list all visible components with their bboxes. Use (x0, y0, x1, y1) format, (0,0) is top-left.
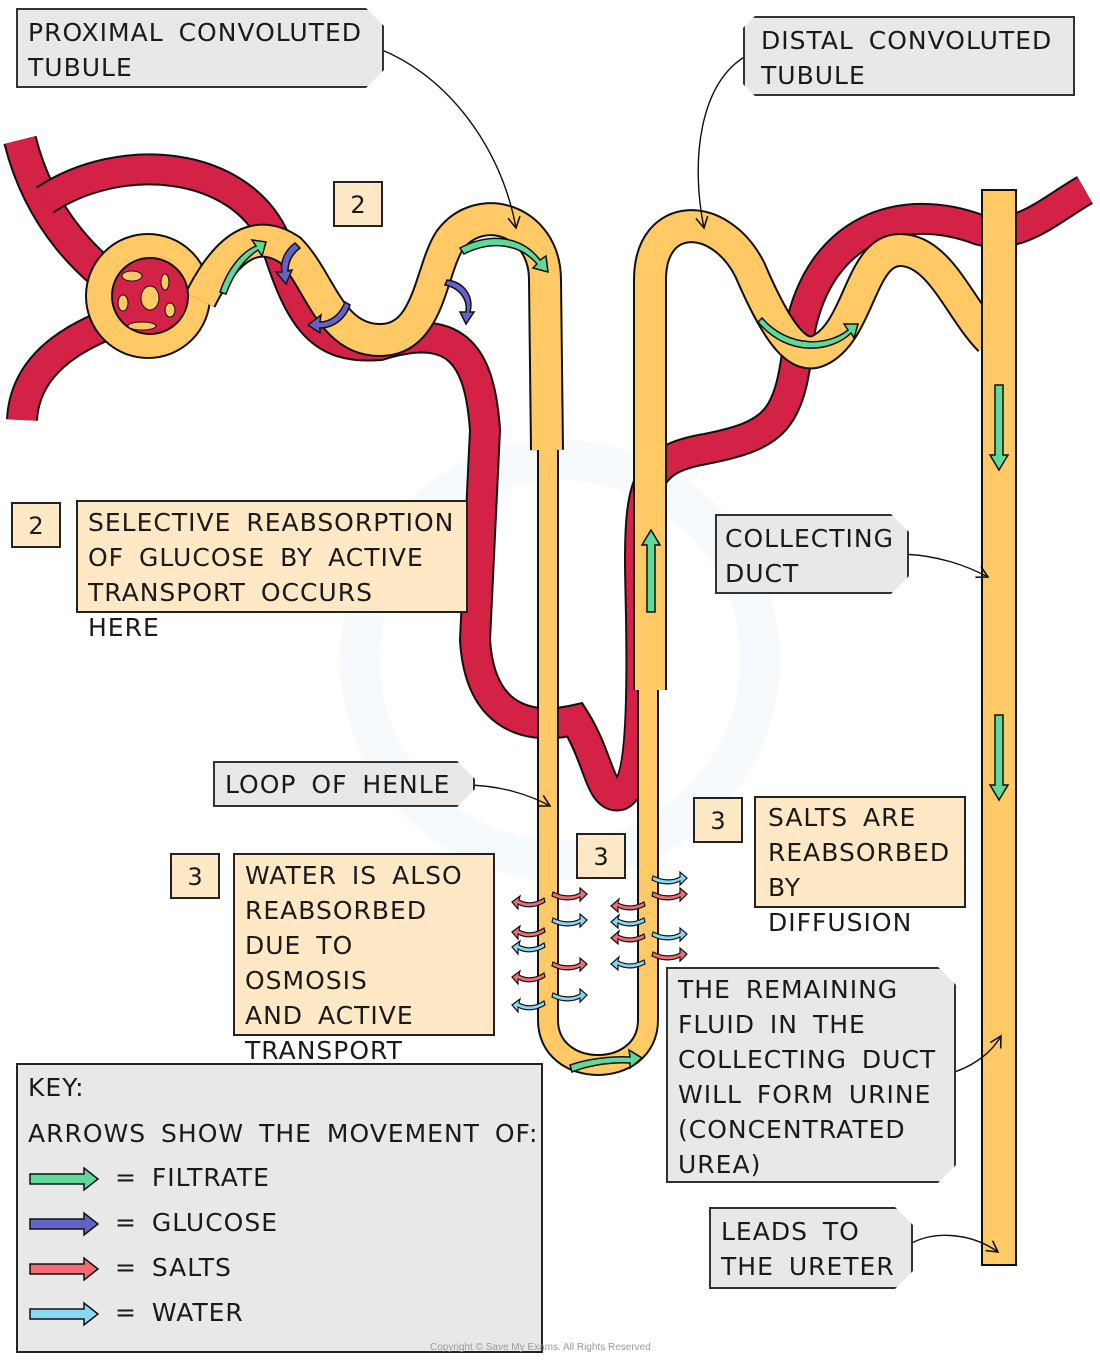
salts-arrow-icon (551, 956, 588, 973)
glucose-arrow-icon (274, 242, 302, 286)
glomerulus (111, 257, 189, 335)
glucose-arrow-icon (443, 279, 476, 326)
key-subtitle: ARROWS SHOW THE MOVEMENT OF: (28, 1119, 539, 1148)
salts-arrow-icon (610, 929, 646, 946)
filtrate-arrow-icon (569, 1048, 644, 1074)
exchange-arrows (511, 870, 688, 1014)
filtrate-arrow-icon (988, 714, 1010, 802)
water-arrow-icon (610, 955, 646, 972)
label-loop-of-henle: LOOP OF HENLE (213, 761, 475, 807)
water-arrow-icon (511, 997, 546, 1014)
water-arrow-icon (551, 912, 588, 929)
pct-leader (373, 46, 521, 230)
label-collecting-duct: COLLECTING DUCT (715, 514, 909, 594)
step-3-water-description: WATER IS ALSO REABSORBED DUE TO OSMOSIS … (233, 853, 495, 1065)
glucose-arrows (274, 242, 476, 335)
collecting-leader (902, 553, 990, 579)
water-arrow-icon (610, 913, 646, 930)
key-label-filtrate: = FILTRATE (114, 1163, 270, 1192)
salts-arrow-icon (511, 894, 546, 911)
filtrate-arrow-icon (29, 1166, 100, 1192)
key-title: KEY: (28, 1073, 85, 1102)
water-arrow-icon (511, 939, 546, 956)
step-2-description: SELECTIVE REABSORPTION OF GLUCOSE BY ACT… (76, 500, 468, 642)
key-item-filtrate: = FILTRATE (28, 1163, 270, 1192)
watermark-logo (340, 440, 780, 880)
label-remaining-fluid: THE REMAINING FLUID IN THE COLLECTING DU… (666, 967, 956, 1183)
salts-arrow-icon (551, 886, 588, 903)
salts-arrow-icon (651, 886, 688, 903)
key-item-glucose: = GLUCOSE (28, 1208, 278, 1237)
loop-leader (464, 784, 552, 807)
water-arrows (511, 870, 688, 1014)
glucose-arrow-icon (29, 1211, 100, 1237)
filtrate-arrow-icon (988, 384, 1010, 472)
key-label-water: = WATER (114, 1298, 244, 1327)
label-proximal-convoluted-tubule: PROXIMAL CONVOLUTED TUBULE (16, 8, 384, 88)
key-label-salts: = SALTS (114, 1253, 232, 1282)
salts-arrow-icon (651, 946, 688, 963)
step-number-2-top: 2 (333, 181, 383, 227)
label-leads-to-ureter: LEADS TO THE URETER (709, 1207, 913, 1289)
water-arrow-icon (651, 926, 688, 943)
key-legend: KEY: ARROWS SHOW THE MOVEMENT OF: = FILT… (16, 1063, 543, 1353)
water-arrow-icon (551, 987, 588, 1004)
step-number-2-side: 2 (11, 502, 61, 548)
copyright-notice: Copyright © Save My Exams. All Rights Re… (430, 1342, 651, 1353)
salts-arrows (511, 886, 688, 986)
step-number-3-mid: 3 (576, 833, 626, 879)
filtrate-arrow-icon (458, 237, 549, 274)
filtrate-arrow-icon (756, 316, 859, 349)
filtrate-arrow-icon (640, 528, 662, 613)
water-arrow-icon (651, 870, 688, 887)
salts-arrow-icon (29, 1256, 100, 1282)
key-label-glucose: = GLUCOSE (114, 1208, 278, 1237)
filtrate-arrow-icon (219, 239, 267, 295)
step-3-salts-description: SALTS ARE REABSORBED BY DIFFUSION (754, 796, 966, 937)
key-item-salts: = SALTS (28, 1253, 232, 1282)
step-number-3-right: 3 (693, 797, 743, 843)
label-distal-convoluted-tubule: DISTAL CONVOLUTED TUBULE (743, 16, 1075, 96)
salts-arrow-icon (511, 924, 546, 941)
salts-arrow-icon (511, 969, 546, 986)
filtrate-arrows (219, 237, 1010, 1074)
dct-leader (695, 54, 749, 230)
salts-arrow-icon (610, 897, 646, 914)
ureter-leader (906, 1234, 1000, 1253)
water-arrow-icon (29, 1301, 100, 1327)
key-item-water: = WATER (28, 1298, 244, 1327)
step-number-3-left: 3 (170, 853, 220, 899)
glucose-arrow-icon (306, 300, 351, 335)
